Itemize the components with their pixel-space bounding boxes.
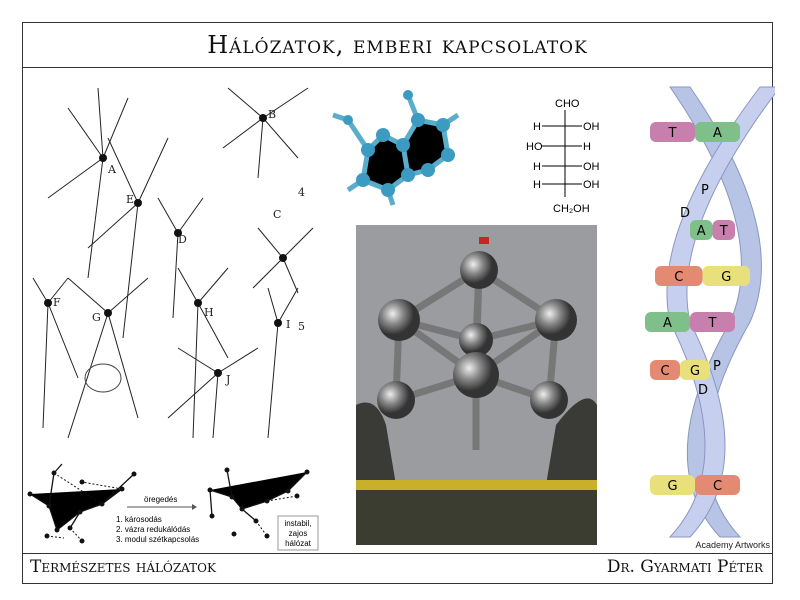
- neuron-label: E: [126, 193, 134, 206]
- neuron-label: G: [92, 311, 101, 324]
- step-item: 2. vázra redukálódás: [116, 525, 190, 534]
- neuron-label: 4: [298, 186, 305, 199]
- base-segment: [650, 475, 695, 495]
- base-label: T: [719, 224, 728, 239]
- box-text: zajos: [289, 529, 308, 538]
- fischer-right: OH: [583, 161, 600, 173]
- dna-label: P: [713, 359, 721, 374]
- atomium-photo: [356, 225, 597, 545]
- base-segment: [690, 312, 735, 332]
- base-label: C: [660, 364, 669, 379]
- fischer-top: CHO: [555, 98, 580, 110]
- neuron-label: D: [178, 233, 187, 246]
- title-bar: Hálózatok, emberi kapcsolatok: [22, 22, 773, 68]
- base-segment: [702, 266, 750, 286]
- base-segment: [650, 360, 680, 380]
- box-text: hálózat: [285, 539, 312, 548]
- base-label: A: [713, 126, 722, 141]
- flag: [479, 237, 489, 244]
- footer-left: Természetes hálózatok: [30, 557, 216, 577]
- base-label: G: [690, 364, 700, 379]
- base-label: A: [663, 316, 672, 331]
- neuron-label: I: [286, 318, 290, 331]
- neuron-label: A: [107, 163, 117, 176]
- neuron-label: J: [225, 373, 230, 386]
- base-segment: [690, 220, 713, 240]
- base-label: T: [668, 126, 677, 141]
- step-item: 1. károsodás: [116, 515, 162, 524]
- base-label: G: [721, 270, 731, 285]
- dna-credit: Academy Artworks: [695, 540, 770, 550]
- base-segment: [650, 122, 695, 142]
- box-text: instabil,: [284, 519, 311, 528]
- base-segment: [695, 475, 740, 495]
- dna-label: D: [698, 383, 708, 398]
- fischer-left: H: [533, 179, 541, 191]
- fischer-right: OH: [583, 121, 600, 133]
- neuron-label: F: [53, 296, 61, 309]
- footer-author: Dr. Gyarmati Péter: [606, 557, 763, 577]
- base-label: C: [674, 270, 683, 285]
- neuron-label: 5: [298, 320, 305, 333]
- neuron-label: B: [268, 108, 276, 121]
- fischer-right: H: [583, 141, 591, 153]
- base-label: G: [667, 479, 677, 494]
- footer-bar: Természetes hálózatok Dr. Gyarmati Péter: [22, 553, 773, 584]
- slide-frame: [22, 22, 773, 584]
- arrow-label: öregedés: [144, 495, 177, 504]
- stamp: [84, 363, 122, 393]
- neuron-label: C: [273, 208, 281, 221]
- neuron-label: H: [204, 306, 214, 319]
- dna-label: D: [680, 206, 690, 221]
- base-segment: [712, 220, 735, 240]
- network-aging-diagram: öregedés 1. károsodás 2. vázra redukálód…: [27, 463, 319, 551]
- base-label: C: [713, 479, 722, 494]
- fischer-right: OH: [583, 179, 600, 191]
- base-label: T: [708, 316, 717, 331]
- fischer-left: H: [533, 121, 541, 133]
- neuron-drawing: A B C D E F G H I J 4 5: [32, 87, 314, 439]
- fischer-left: HO: [526, 141, 543, 153]
- base-segment: [655, 266, 703, 286]
- fischer-bottom: CH₂OH: [553, 203, 590, 215]
- base-segment: [695, 122, 740, 142]
- step-item: 3. modul szétkapcsolás: [116, 535, 199, 544]
- dna-label: P: [701, 183, 709, 198]
- base-label: A: [697, 224, 706, 239]
- base-segment: [680, 360, 710, 380]
- fischer-left: H: [533, 161, 541, 173]
- slide-title: Hálózatok, emberi kapcsolatok: [207, 30, 588, 59]
- molecule-model: [332, 90, 460, 206]
- base-segment: [645, 312, 690, 332]
